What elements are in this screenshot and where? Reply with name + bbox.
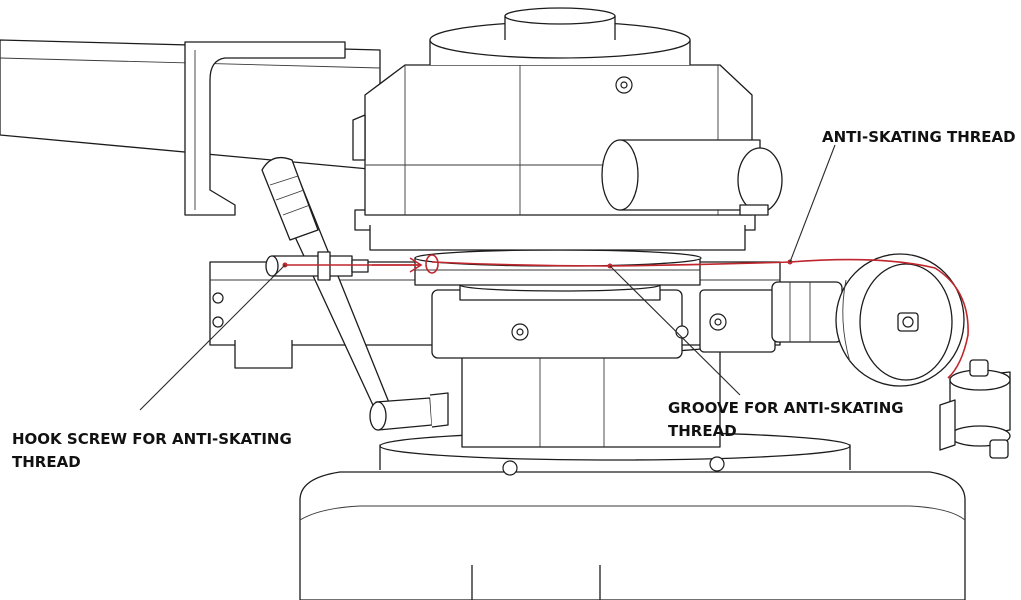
label-hook-line1: HOOK SCREW FOR ANTI-SKATING: [12, 430, 292, 448]
bracket: [184, 41, 346, 216]
label-hook-line2: THREAD: [12, 453, 81, 471]
pulley-wheel: [835, 253, 965, 387]
groove-ring: [414, 249, 702, 286]
label-groove-line2: THREAD: [668, 422, 737, 440]
anti-skating-weight: [939, 359, 1011, 459]
collar: [431, 278, 689, 359]
side-block: [699, 281, 843, 353]
label-groove-line1: GROOVE FOR ANTI-SKATING: [668, 399, 904, 417]
lift-lever: [261, 156, 449, 431]
label-anti-skating-thread: ANTI-SKATING THREAD: [822, 126, 1016, 149]
bearing-housing: [352, 7, 756, 251]
label-hook-screw: HOOK SCREW FOR ANTI-SKATING THREAD: [12, 428, 292, 474]
label-anti-skating-thread-text: ANTI-SKATING THREAD: [822, 128, 1016, 146]
base-flange: [299, 431, 966, 600]
housing-stub: [601, 139, 783, 216]
hook-screw: [265, 251, 369, 281]
leader-groove: [609, 265, 741, 396]
label-groove: GROOVE FOR ANTI-SKATING THREAD: [668, 397, 904, 443]
leader-hook: [139, 264, 286, 411]
leader-anti-skating: [789, 144, 836, 263]
anti-skating-thread: [282, 254, 969, 379]
